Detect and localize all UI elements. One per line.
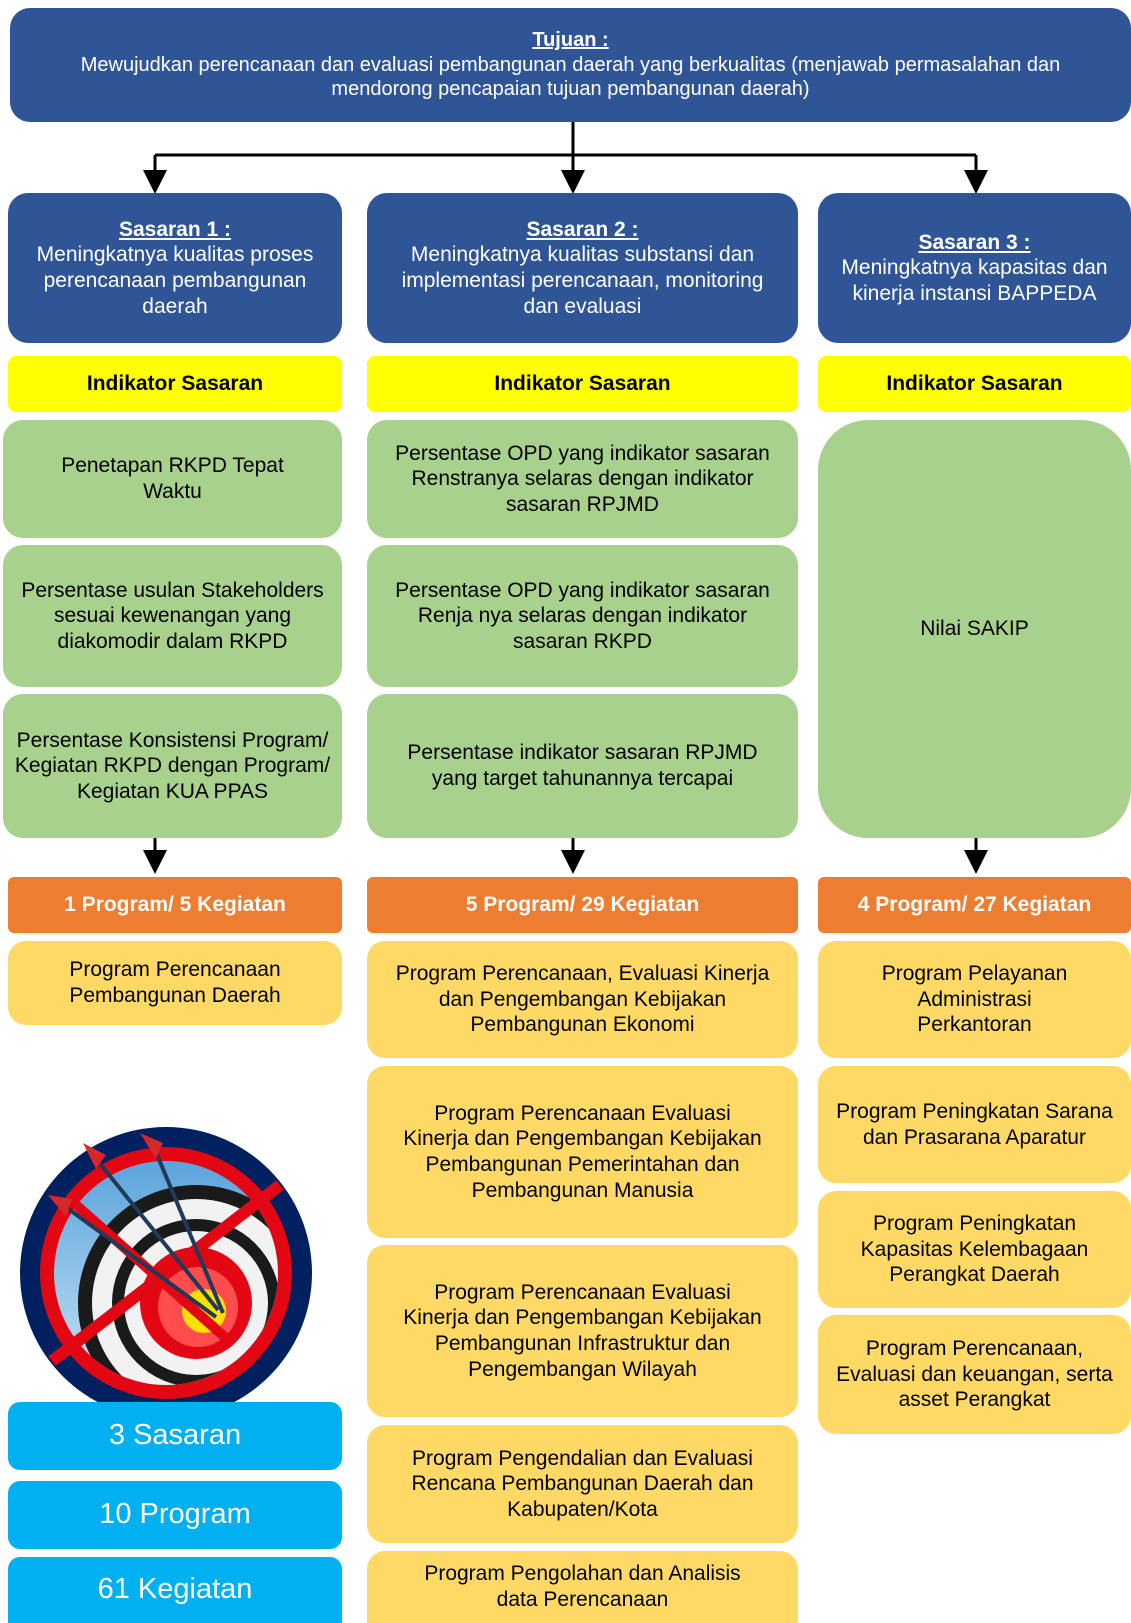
sasaran-1-text: Meningkatnya kualitas proses perencanaan… — [36, 243, 314, 318]
indicator-header-3: Indikator Sasaran — [818, 356, 1131, 412]
goal-heading: Tujuan : — [532, 29, 609, 52]
program-3-2: Program Peningkatan Sarana dan Prasarana… — [818, 1066, 1131, 1183]
summary-sasaran: 3 Sasaran — [8, 1402, 342, 1470]
program-count-3: 4 Program/ 27 Kegiatan — [818, 877, 1131, 933]
goal-text: Mewujudkan perencanaan dan evaluasi pemb… — [80, 53, 1061, 101]
sasaran-3-box: Sasaran 3 : Meningkatnya kapasitas dan k… — [818, 193, 1131, 343]
program-3-1: Program Pelayanan Administrasi Perkantor… — [818, 941, 1131, 1058]
indicator-1-1: Penetapan RKPD Tepat Waktu — [3, 420, 342, 538]
indicator-2-1: Persentase OPD yang indikator sasaran Re… — [367, 420, 798, 538]
indicator-header-1: Indikator Sasaran — [8, 356, 342, 412]
indicator-1-3: Persentase Konsistensi Program/ Kegiatan… — [3, 694, 342, 838]
sasaran-3-heading: Sasaran 3 : — [918, 230, 1031, 254]
program-2-5: Program Pengolahan dan Analisis data Per… — [367, 1551, 798, 1623]
program-2-3: Program Perencanaan Evaluasi Kinerja dan… — [367, 1245, 798, 1417]
sasaran-1-heading: Sasaran 1 : — [118, 217, 232, 241]
summary-program: 10 Program — [8, 1481, 342, 1549]
sasaran-1-box: Sasaran 1 : Meningkatnya kualitas proses… — [8, 193, 342, 343]
indicator-header-2: Indikator Sasaran — [367, 356, 798, 412]
program-2-4: Program Pengendalian dan Evaluasi Rencan… — [367, 1425, 798, 1543]
program-count-2: 5 Program/ 29 Kegiatan — [367, 877, 798, 933]
indicator-1-2: Persentase usulan Stakeholders sesuai ke… — [3, 545, 342, 687]
program-1-1: Program Perencanaan Pembangunan Daerah — [8, 941, 342, 1025]
program-count-1: 1 Program/ 5 Kegiatan — [8, 877, 342, 933]
program-3-3: Program Peningkatan Kapasitas Kelembagaa… — [818, 1191, 1131, 1308]
sasaran-2-box: Sasaran 2 : Meningkatnya kualitas substa… — [367, 193, 798, 343]
program-3-4: Program Perencanaan, Evaluasi dan keuang… — [818, 1315, 1131, 1434]
summary-kegiatan: 61 Kegiatan — [8, 1557, 342, 1623]
archery-target-icon — [20, 1127, 312, 1419]
indicator-2-3: Persentase indikator sasaran RPJMD yang … — [367, 694, 798, 838]
program-2-1: Program Perencanaan, Evaluasi Kinerja da… — [367, 941, 798, 1058]
program-2-2: Program Perencanaan Evaluasi Kinerja dan… — [367, 1066, 798, 1238]
sasaran-2-heading: Sasaran 2 : — [526, 217, 639, 241]
indicator-2-2: Persentase OPD yang indikator sasaran Re… — [367, 545, 798, 687]
goal-box: Tujuan : Mewujudkan perencanaan dan eval… — [10, 8, 1131, 122]
sasaran-3-text: Meningkatnya kapasitas dan kinerja insta… — [841, 256, 1108, 305]
sasaran-2-text: Meningkatnya kualitas substansi dan impl… — [401, 243, 764, 318]
indicator-3-1: Nilai SAKIP — [818, 420, 1131, 838]
